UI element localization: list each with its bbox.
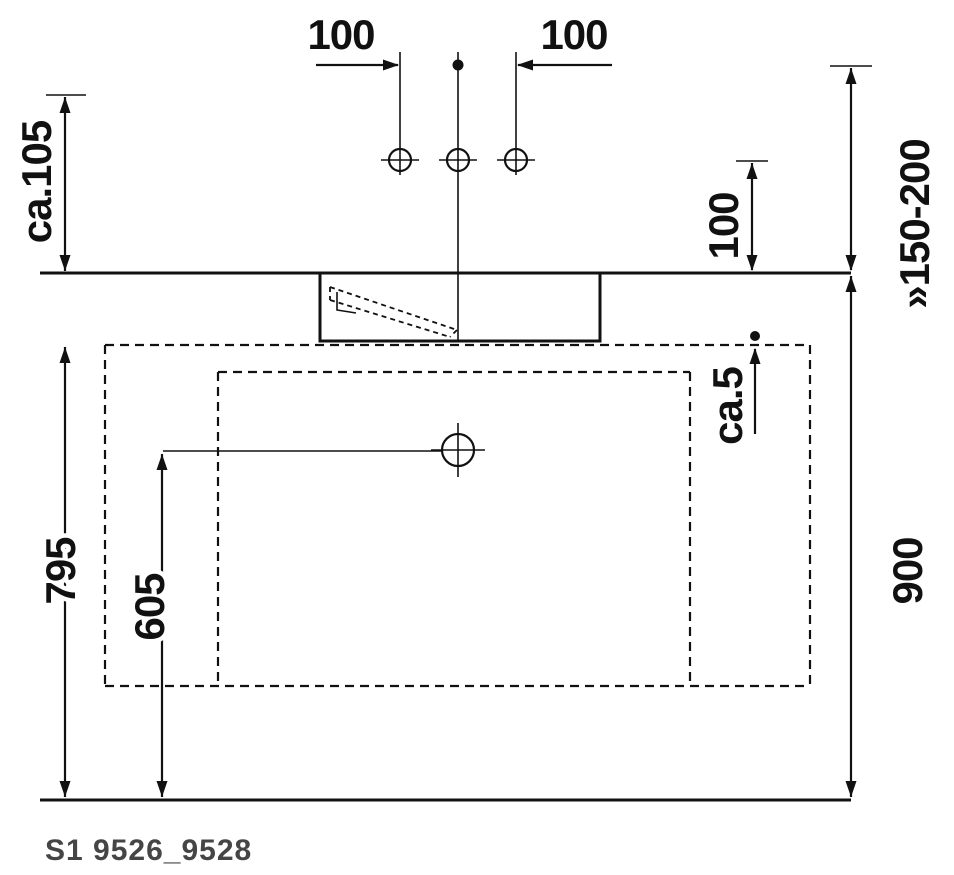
model-code-label: S1 9526_9528 bbox=[45, 834, 252, 867]
dim-label-gap: ca.5 bbox=[704, 366, 751, 444]
arrow-down-icon bbox=[845, 255, 857, 271]
basin-body-outline bbox=[318, 271, 602, 343]
mounting-point-dot bbox=[750, 331, 760, 341]
arrow-up-icon bbox=[156, 454, 168, 470]
arrow-up-icon bbox=[749, 348, 761, 364]
arrow-up-icon bbox=[59, 97, 71, 113]
dim-mixer-range: »150-200 bbox=[830, 65, 943, 313]
dim-faucet-spacing: 100 100 bbox=[303, 7, 613, 341]
drain-icon bbox=[431, 423, 485, 477]
dim-rim-height: 900 bbox=[845, 276, 936, 797]
inner-dashed-outline bbox=[216, 370, 692, 686]
arrow-down-icon bbox=[746, 255, 758, 271]
arrow-down-icon bbox=[845, 781, 857, 797]
dim-drain-height: 605 bbox=[122, 450, 441, 797]
overflow-dashed-detail bbox=[329, 286, 458, 338]
arrow-down-icon bbox=[59, 781, 71, 797]
dim-label-drain-height: 605 bbox=[126, 573, 173, 641]
arrow-right-icon bbox=[383, 59, 399, 71]
console-dashed-outline bbox=[103, 343, 812, 688]
dim-label-rim-height: 900 bbox=[884, 537, 931, 604]
arrow-down-icon bbox=[156, 781, 168, 797]
faucet-hole-icon bbox=[439, 147, 477, 173]
dim-label-console-height: 795 bbox=[37, 537, 84, 605]
dim-label-mixer-range: »150-200 bbox=[891, 139, 938, 309]
dim-label-faucet-spacing-right: 100 bbox=[540, 11, 607, 58]
arrow-up-icon bbox=[59, 347, 71, 363]
arrow-up-icon bbox=[746, 163, 758, 179]
faucet-hole-icon bbox=[381, 147, 419, 173]
arrow-up-icon bbox=[845, 68, 857, 84]
faucet-hole-icon bbox=[497, 147, 535, 173]
dim-label-overhang: ca.105 bbox=[13, 120, 60, 243]
dim-faucet-to-rim: 100 bbox=[696, 160, 768, 271]
arrow-up-icon bbox=[845, 276, 857, 292]
dim-label-faucet-to-rim: 100 bbox=[700, 192, 747, 259]
dim-basin-console-gap: ca.5 bbox=[700, 331, 761, 449]
arrow-down-icon bbox=[59, 255, 71, 271]
faucet-holes bbox=[381, 147, 535, 173]
dim-console-height: 795 bbox=[33, 347, 89, 797]
dim-overhang: ca.105 bbox=[9, 94, 86, 271]
dim-label-faucet-spacing-left: 100 bbox=[307, 11, 374, 58]
basin-section bbox=[40, 271, 851, 343]
arrow-left-icon bbox=[517, 59, 533, 71]
